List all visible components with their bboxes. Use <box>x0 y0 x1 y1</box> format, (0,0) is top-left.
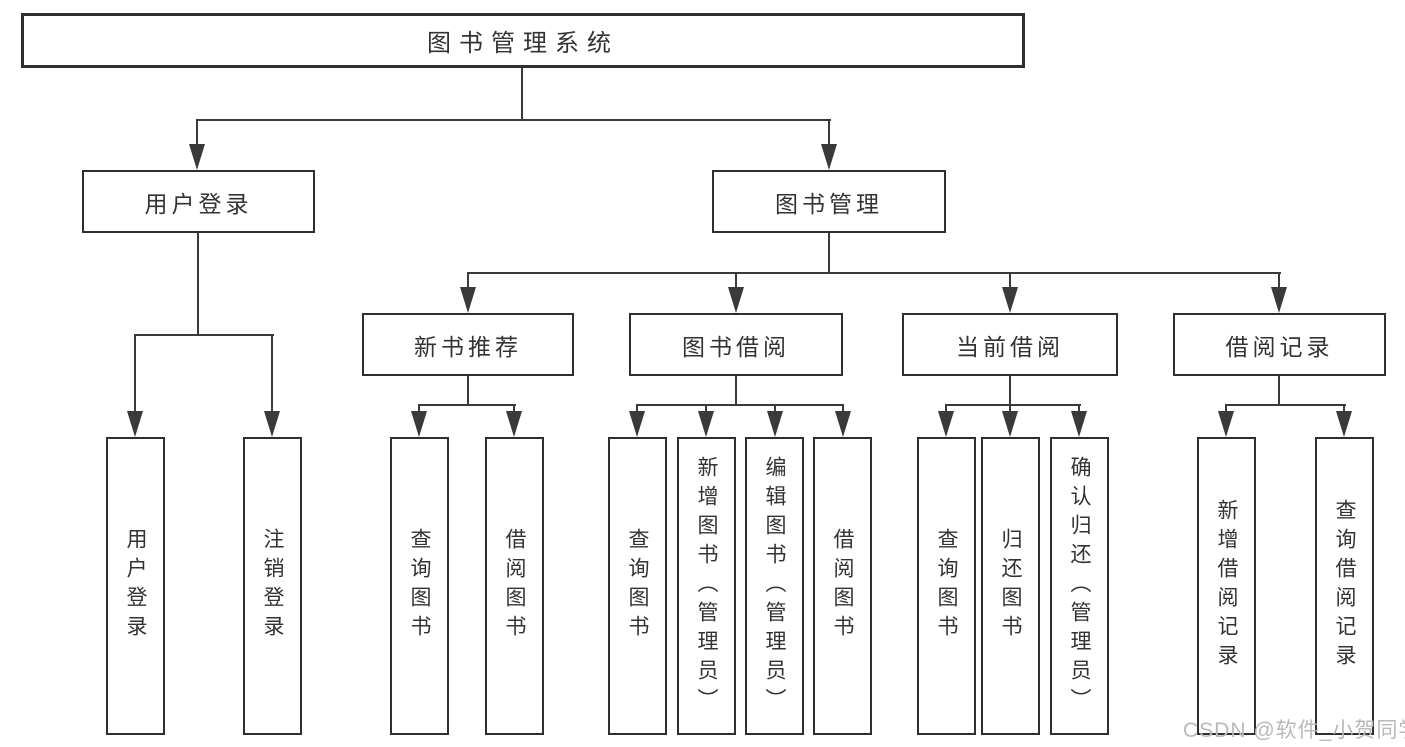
node-label: 用户登录 <box>144 190 253 217</box>
node-label: 借阅图书 <box>503 528 526 644</box>
node-book-borrowing: 图书借阅 <box>629 313 843 376</box>
connector-line <box>828 119 830 147</box>
leaf-logout: 注销登录 <box>243 437 302 735</box>
arrow-down-icon <box>411 411 427 437</box>
connector-line <box>196 119 831 121</box>
arrow-down-icon <box>1071 411 1087 437</box>
node-library-management-system: 图书管理系统 <box>21 13 1025 68</box>
arrow-down-icon <box>189 144 205 170</box>
arrow-down-icon <box>629 411 645 437</box>
connector-line <box>1225 404 1227 416</box>
leaf-return-books: 归还图书 <box>981 437 1040 735</box>
arrow-down-icon <box>698 411 714 437</box>
arrow-down-icon <box>835 411 851 437</box>
arrow-down-icon <box>460 287 476 313</box>
connector-line <box>735 272 737 290</box>
arrow-down-icon <box>264 411 280 437</box>
connector-line <box>467 376 469 406</box>
leaf-add-borrow-record: 新增借阅记录 <box>1197 437 1256 735</box>
leaf-query-books-borrowing: 查询图书 <box>608 437 667 735</box>
arrow-down-icon <box>1218 411 1234 437</box>
connector-line <box>828 233 830 274</box>
arrow-down-icon <box>127 411 143 437</box>
node-label: 图书借阅 <box>682 333 790 360</box>
node-label: 注销登录 <box>261 528 284 644</box>
node-label: 确认归还（管理员） <box>1068 455 1091 717</box>
connector-line <box>1278 376 1280 406</box>
connector-line <box>513 404 515 416</box>
arrow-down-icon <box>767 411 783 437</box>
node-new-book-recommend: 新书推荐 <box>362 313 574 376</box>
leaf-query-books-current: 查询图书 <box>917 437 976 735</box>
connector-line <box>134 334 136 414</box>
leaf-borrow-books-recommend: 借阅图书 <box>485 437 544 735</box>
connector-line <box>1225 404 1346 406</box>
connector-line <box>418 404 420 416</box>
node-label: 编辑图书（管理员） <box>763 455 786 717</box>
arrow-down-icon <box>1336 411 1352 437</box>
csdn-watermark: CSDN @软件_小贺同学 <box>1183 719 1405 742</box>
connector-line <box>636 404 844 406</box>
node-label: 查询图书 <box>935 528 958 644</box>
node-label: 归还图书 <box>999 528 1022 644</box>
connector-line <box>271 334 273 414</box>
arrow-down-icon <box>821 144 837 170</box>
node-label: 用户登录 <box>124 528 147 644</box>
connector-line <box>1078 404 1080 416</box>
connector-line <box>134 334 274 336</box>
node-label: 新增图书（管理员） <box>695 455 718 717</box>
connector-line <box>774 404 776 416</box>
connector-line <box>1009 404 1011 416</box>
connector-line <box>1343 404 1345 416</box>
node-label: 借阅记录 <box>1225 333 1334 360</box>
node-label: 借阅图书 <box>831 528 854 644</box>
connector-line <box>196 119 198 147</box>
leaf-borrow-books-borrowing: 借阅图书 <box>813 437 872 735</box>
connector-line <box>636 404 638 416</box>
node-label: 新书推荐 <box>414 333 522 360</box>
connector-line <box>735 376 737 406</box>
connector-line <box>945 404 947 416</box>
node-user-login: 用户登录 <box>82 170 315 233</box>
node-label: 查询图书 <box>626 528 649 644</box>
arrow-down-icon <box>506 411 522 437</box>
connector-line <box>467 272 1281 274</box>
node-label: 图书管理 <box>775 190 883 217</box>
leaf-edit-books-admin: 编辑图书（管理员） <box>745 437 804 735</box>
connector-line <box>467 272 469 290</box>
node-book-management: 图书管理 <box>712 170 946 233</box>
node-label: 查询图书 <box>408 528 431 644</box>
leaf-confirm-return-admin: 确认归还（管理员） <box>1050 437 1109 735</box>
arrow-down-icon <box>1271 287 1287 313</box>
arrow-down-icon <box>938 411 954 437</box>
connector-line <box>197 233 199 336</box>
connector-line <box>1278 272 1280 290</box>
connector-line <box>705 404 707 416</box>
leaf-user-login: 用户登录 <box>106 437 165 735</box>
arrow-down-icon <box>1002 411 1018 437</box>
leaf-add-books-admin: 新增图书（管理员） <box>677 437 736 735</box>
connector-line <box>418 404 516 406</box>
leaf-query-books-recommend: 查询图书 <box>390 437 449 735</box>
connector-line <box>521 68 523 120</box>
node-label: 图书管理系统 <box>427 30 619 57</box>
connector-line <box>945 404 1081 406</box>
node-label: 新增借阅记录 <box>1215 499 1238 673</box>
node-current-borrowing: 当前借阅 <box>902 313 1118 376</box>
connector-line <box>1009 272 1011 290</box>
arrow-down-icon <box>1002 287 1018 313</box>
node-label: 当前借阅 <box>956 333 1064 360</box>
connector-line <box>842 404 844 416</box>
node-label: 查询借阅记录 <box>1333 499 1356 673</box>
leaf-query-borrow-record: 查询借阅记录 <box>1315 437 1374 735</box>
connector-line <box>1009 376 1011 406</box>
arrow-down-icon <box>728 287 744 313</box>
node-borrowing-records: 借阅记录 <box>1173 313 1386 376</box>
